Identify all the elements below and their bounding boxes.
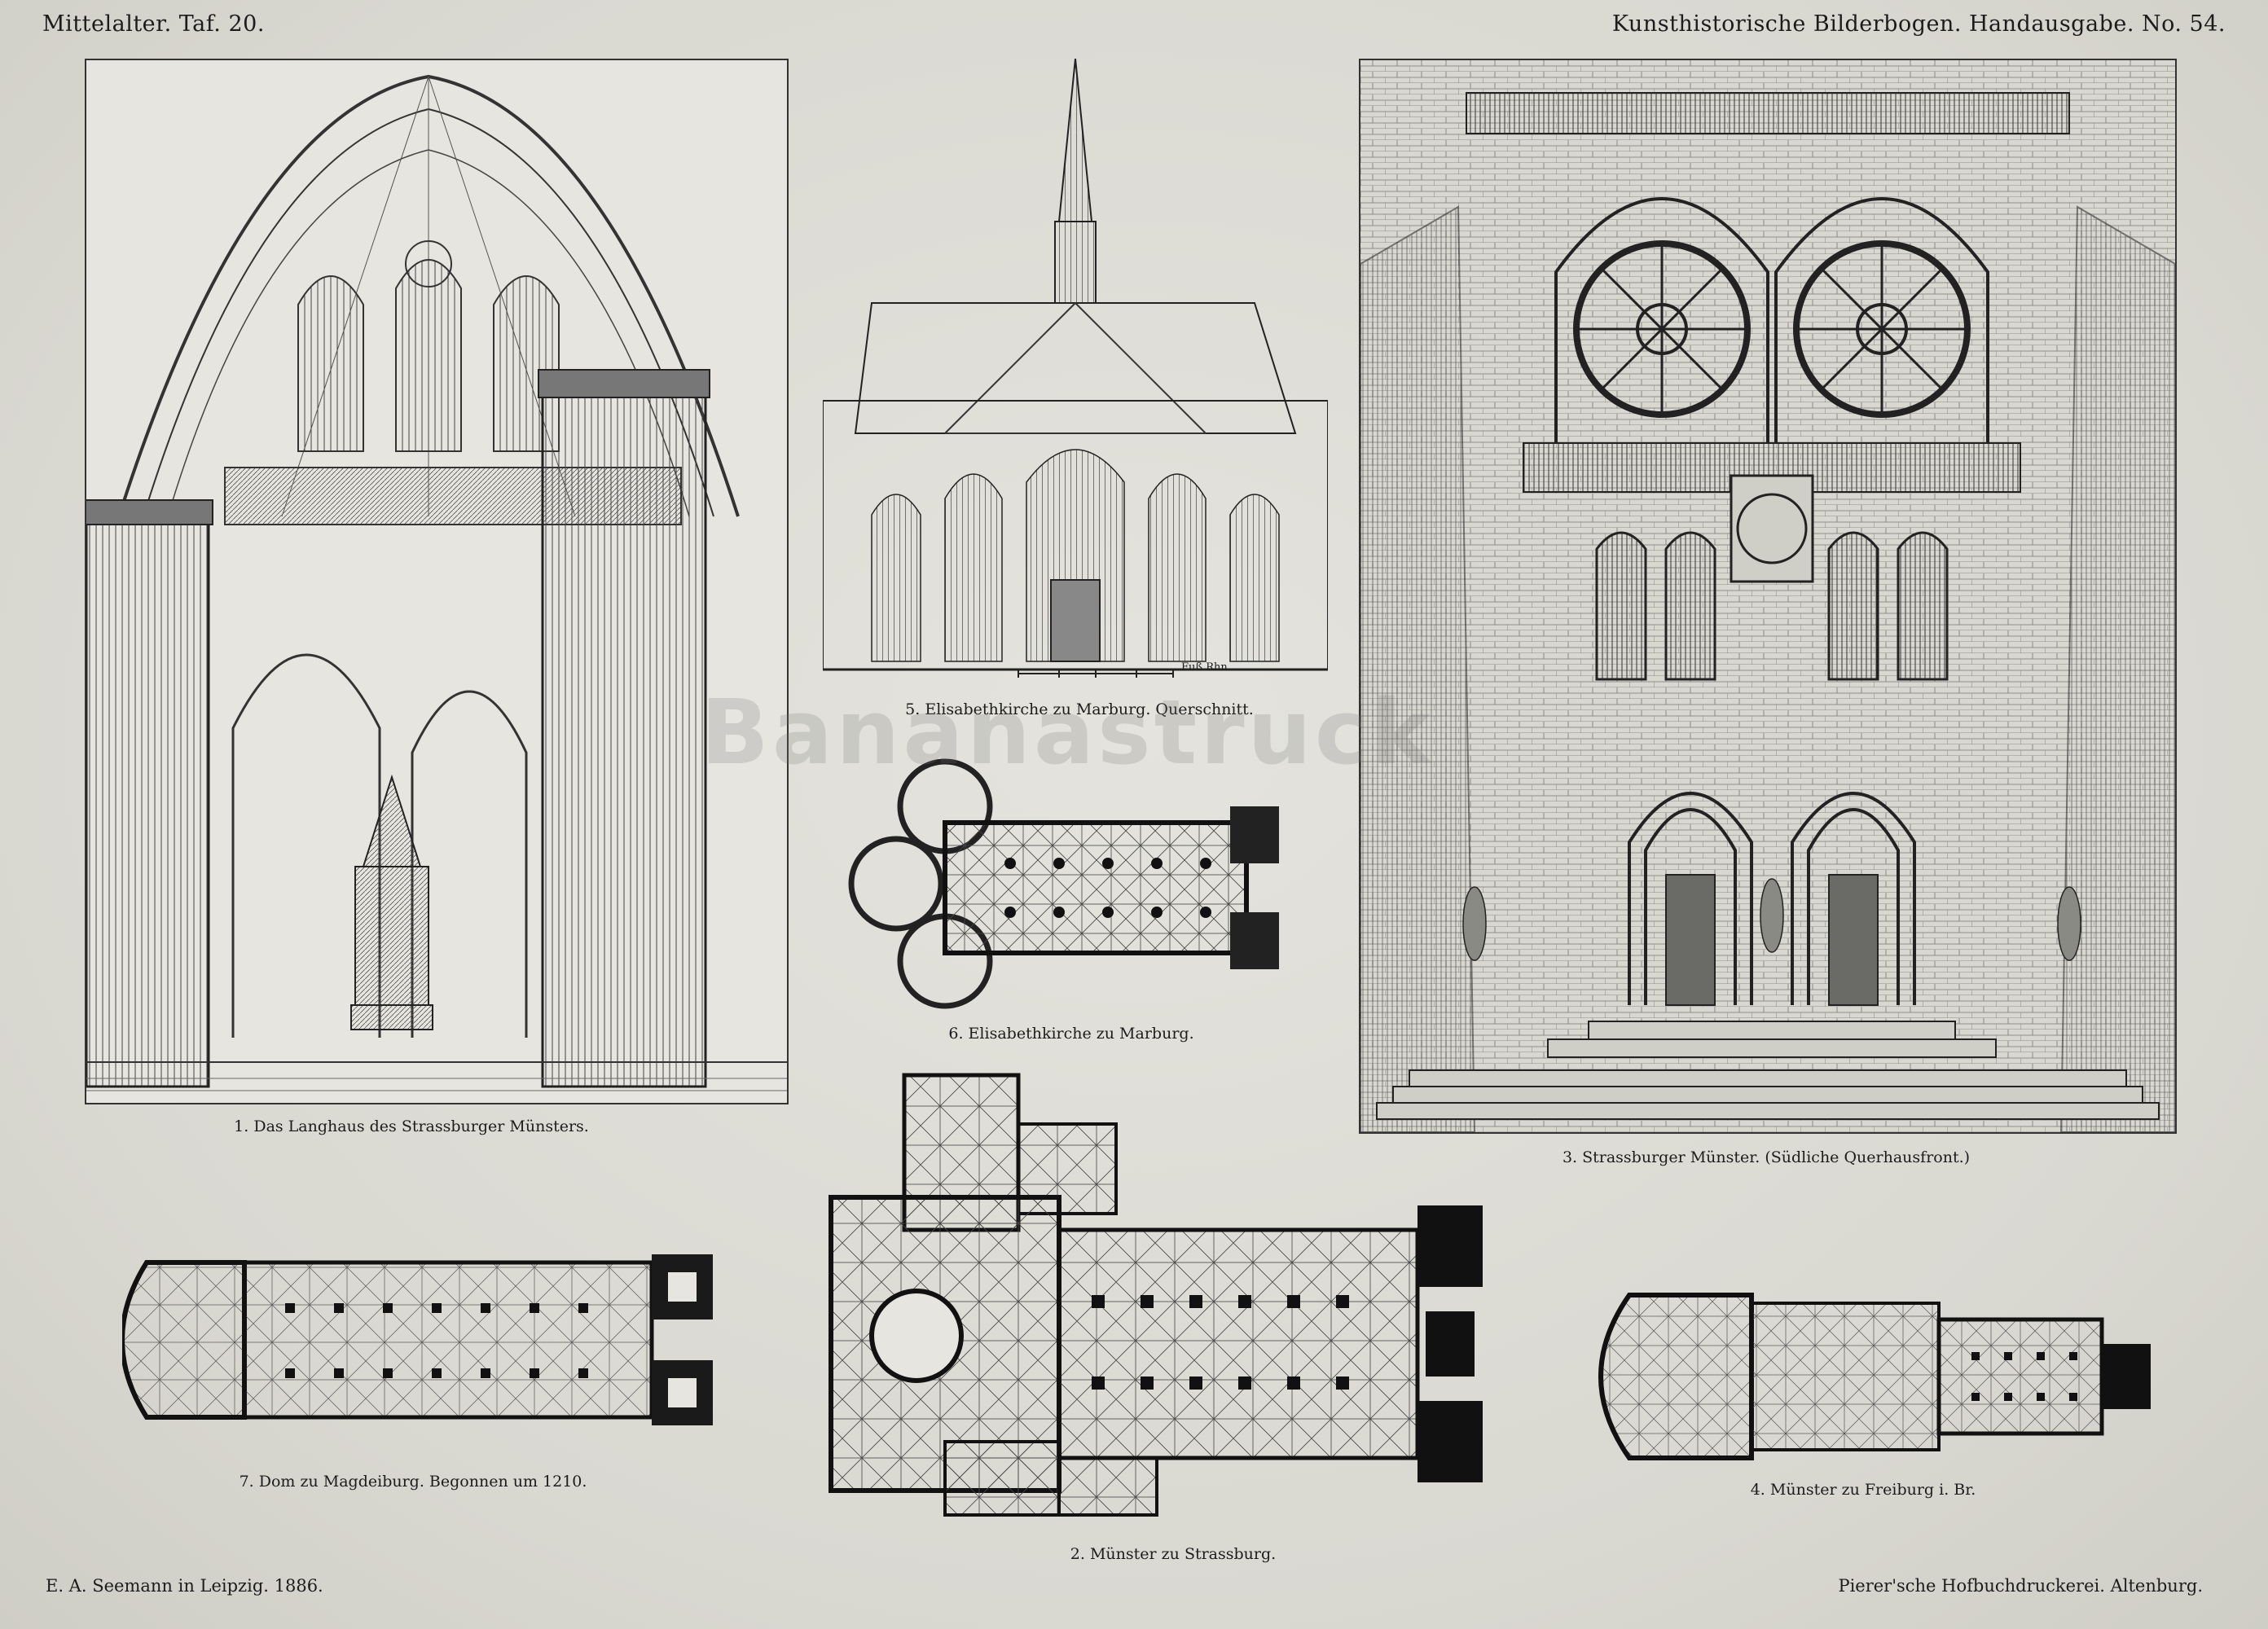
figure-7-magdeburg-plan [122, 1230, 725, 1450]
freiburg-plan-drawing [1598, 1293, 2151, 1460]
caption-figure-2: 2. Münster zu Strassburg. [1070, 1545, 1277, 1563]
nave-interior-drawing [86, 60, 787, 1103]
magdeburg-plan-drawing [122, 1254, 713, 1425]
figure-5-cross-section: Fuß Rhn. [823, 59, 1328, 678]
figure-6-floor-plan [847, 757, 1287, 1010]
figure-4-freiburg-plan [1580, 1287, 2167, 1466]
transept-facade-drawing [1360, 60, 2175, 1132]
elisabethkirche-plan-drawing [848, 758, 1279, 1009]
plate-footer-left: E. A. Seemann in Leipzig. 1886. [46, 1576, 323, 1596]
plate-header-left: Mittelalter. Taf. 20. [42, 11, 265, 37]
caption-figure-5: 5. Elisabethkirche zu Marburg. Querschni… [905, 700, 1254, 718]
figure-3-transept-facade [1359, 59, 2177, 1134]
plate-footer-right: Pierer'sche Hofbuchdruckerei. Altenburg. [1838, 1576, 2203, 1596]
cross-section-drawing [823, 59, 1328, 678]
plate-header-right: Kunsthistorische Bilderbogen. Handausgab… [1611, 11, 2226, 37]
strassburg-plan-drawing [829, 1073, 1483, 1517]
caption-figure-1: 1. Das Langhaus des Strassburger Münster… [234, 1117, 589, 1135]
caption-figure-3: 3. Strassburger Münster. (Südliche Querh… [1562, 1148, 1971, 1166]
caption-figure-7: 7. Dom zu Magdeiburg. Begonnen um 1210. [239, 1473, 587, 1491]
figure-2-strassburg-plan [823, 1067, 1499, 1523]
watermark-text: Bananastruck [701, 680, 1435, 784]
scale-bar-label: Fuß Rhn. [1181, 661, 1231, 674]
figure-1-nave-interior [85, 59, 789, 1104]
caption-figure-4: 4. Münster zu Freiburg i. Br. [1750, 1481, 1976, 1499]
caption-figure-6: 6. Elisabethkirche zu Marburg. [948, 1025, 1194, 1043]
